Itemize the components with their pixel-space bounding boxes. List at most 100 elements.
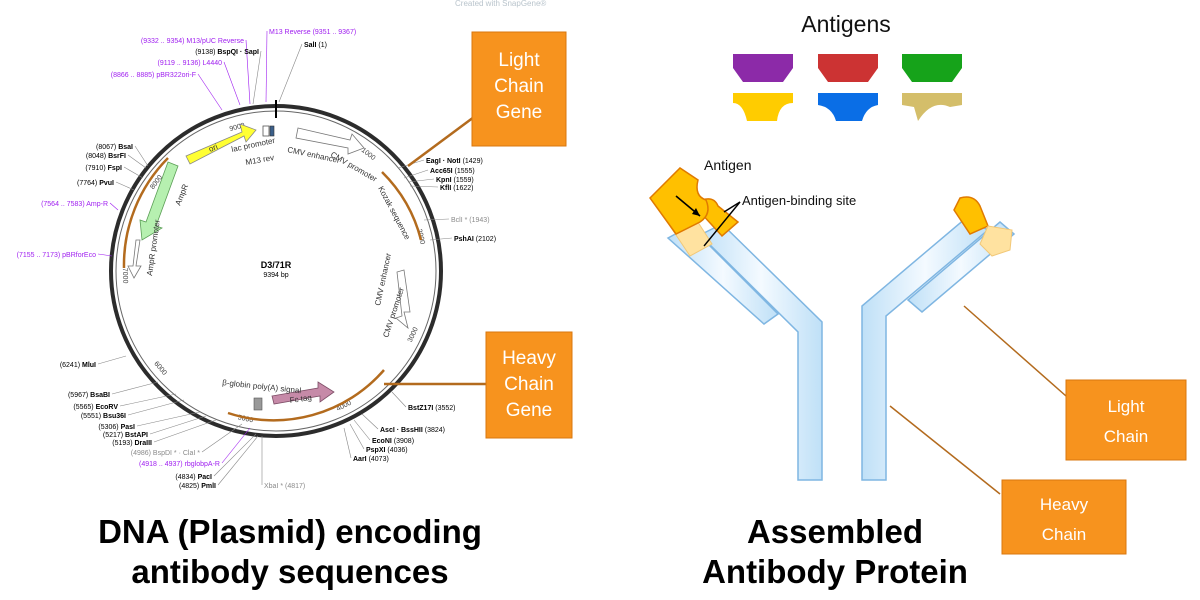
site-leader-line <box>403 169 429 179</box>
restriction-site-label: XbaI * (4817) <box>264 483 305 490</box>
site-leader-line <box>201 423 243 453</box>
restriction-site-label: Acc65I (1555) <box>430 168 475 175</box>
site-leader-line <box>343 427 352 459</box>
ampr-promoter-feature <box>127 239 142 279</box>
plasmid-name: D3/71R <box>261 260 292 270</box>
binding-site-label: Antigen-binding site <box>742 193 856 208</box>
callout-line <box>889 405 1001 495</box>
cmv-enhancer-2-feature <box>395 269 411 330</box>
variable-region-light-right <box>979 225 1013 257</box>
restriction-site-label: (4825) PmlI <box>179 483 216 490</box>
feature-label: Kozak sequence <box>376 185 412 242</box>
primer-site-label: (9119 .. 9136) L4440 <box>158 60 223 67</box>
binding-site-pointer <box>703 201 741 247</box>
callout-text: Chain <box>1104 427 1148 446</box>
site-leader-line <box>149 415 207 435</box>
callout-line <box>963 305 1067 397</box>
callout-box <box>1001 479 1127 555</box>
heavy-chain-gene-callout: Heavy Chain Gene <box>384 331 573 439</box>
primer-site-label: (7155 .. 7173) pBRforEco <box>17 252 96 259</box>
restriction-site-label: (5565) EcoRV <box>73 404 118 411</box>
callout-box <box>485 331 573 439</box>
tick-label: 5000 <box>237 414 254 424</box>
m13-rev-feature <box>269 125 275 137</box>
site-leader-line <box>409 185 439 188</box>
restriction-site-label: (4986) BspDI * · ClaI * <box>131 450 201 457</box>
site-leader-line <box>119 393 177 407</box>
restriction-site-label: (5551) Bsu36I <box>81 413 126 420</box>
binding-site-pointer <box>723 201 741 213</box>
variable-region-heavy-right <box>953 196 989 235</box>
light-chain-gene-callout: Light Chain Gene <box>407 31 567 168</box>
site-leader-line <box>353 419 371 441</box>
site-leader-line <box>407 178 435 183</box>
antigen-shape <box>733 93 793 121</box>
site-leader-line <box>97 355 127 365</box>
site-leader-line <box>123 166 144 179</box>
restriction-sites: (9332 .. 9354) M13/pUC Reverse M13 Revers… <box>17 29 496 490</box>
right-title-line: Assembled <box>746 513 924 550</box>
site-leader-line <box>127 399 185 416</box>
tick-label: 1000 <box>360 147 377 162</box>
restriction-site-label: AarI (4073) <box>353 456 389 463</box>
site-leader-line <box>361 413 379 430</box>
restriction-site-label: SalI (1) <box>304 42 327 49</box>
variable-region-heavy-left <box>699 198 740 238</box>
restriction-site-label: (5193) DraIII <box>112 440 152 447</box>
site-leader-line <box>111 381 159 395</box>
antigen-shape <box>818 54 878 82</box>
restriction-site-label: (4834) PacI <box>175 474 212 481</box>
tick-label: 9000 <box>229 122 246 133</box>
site-leader-line <box>245 39 251 105</box>
restriction-site-label: (5306) PasI <box>98 424 135 431</box>
restriction-site-label: PspXI (4036) <box>366 447 408 454</box>
restriction-site-label: (8067) BsaI <box>96 144 133 151</box>
callout-text: Chain <box>504 374 554 395</box>
callout-text: Heavy <box>502 348 556 369</box>
restriction-site-label: (6241) MluI <box>60 362 96 369</box>
tick-label: 6000 <box>152 360 167 377</box>
callout-text: Light <box>1108 397 1145 416</box>
feature-label: CMV enhancer <box>373 252 393 306</box>
site-leader-line <box>97 253 113 257</box>
site-leader-line <box>252 50 262 105</box>
restriction-site-label: BclI * (1943) <box>451 217 490 224</box>
site-leader-line <box>423 218 450 221</box>
restriction-site-label: BstZ17I (3552) <box>408 405 455 412</box>
heavy-chain-callout: Heavy Chain <box>889 405 1127 555</box>
site-leader-line <box>197 73 223 111</box>
site-leader-line <box>278 43 303 103</box>
site-leader-line <box>223 61 241 106</box>
restriction-site-label: (7764) PvuI <box>77 180 114 187</box>
callout-line <box>407 115 475 168</box>
watermark: Created with SnapGene® <box>455 0 546 8</box>
restriction-site-label: PshAI (2102) <box>454 236 496 243</box>
site-leader-line <box>265 30 268 103</box>
ampr-feature <box>139 161 179 241</box>
antigen-shapes <box>733 54 962 121</box>
antigens-title: Antigens <box>801 11 891 37</box>
antigen-label: Antigen <box>704 157 751 173</box>
callout-text: Gene <box>496 102 542 123</box>
primer-site-label: (8866 .. 8885) pBR322ori-F <box>111 72 196 79</box>
callout-box <box>1065 379 1187 461</box>
site-leader-line <box>349 423 365 450</box>
site-leader-line <box>109 202 119 211</box>
site-leader-line <box>153 419 217 443</box>
primer-site-label: M13 Reverse (9351 .. 9367) <box>269 29 356 36</box>
callout-box <box>471 31 567 147</box>
antigen-arrowhead <box>692 208 700 216</box>
plasmid-size: 9394 bp <box>263 272 288 279</box>
primer-site-label: (9332 .. 9354) M13/pUC Reverse <box>141 38 244 45</box>
left-title-line: antibody sequences <box>131 553 449 590</box>
antigen-shape <box>902 54 962 82</box>
lac-promoter-feature <box>262 125 270 137</box>
site-leader-line <box>217 435 259 486</box>
tick-label: 7000 <box>121 268 128 284</box>
site-leader-line <box>127 154 147 169</box>
light-chain-gene-arc <box>381 171 423 241</box>
fc-tag-feature <box>271 381 335 405</box>
ori-feature <box>185 123 257 165</box>
left-title: DNA (Plasmid) encoding antibody sequence… <box>10 512 570 592</box>
restriction-site-label: (5217) BstAPI <box>103 432 148 439</box>
